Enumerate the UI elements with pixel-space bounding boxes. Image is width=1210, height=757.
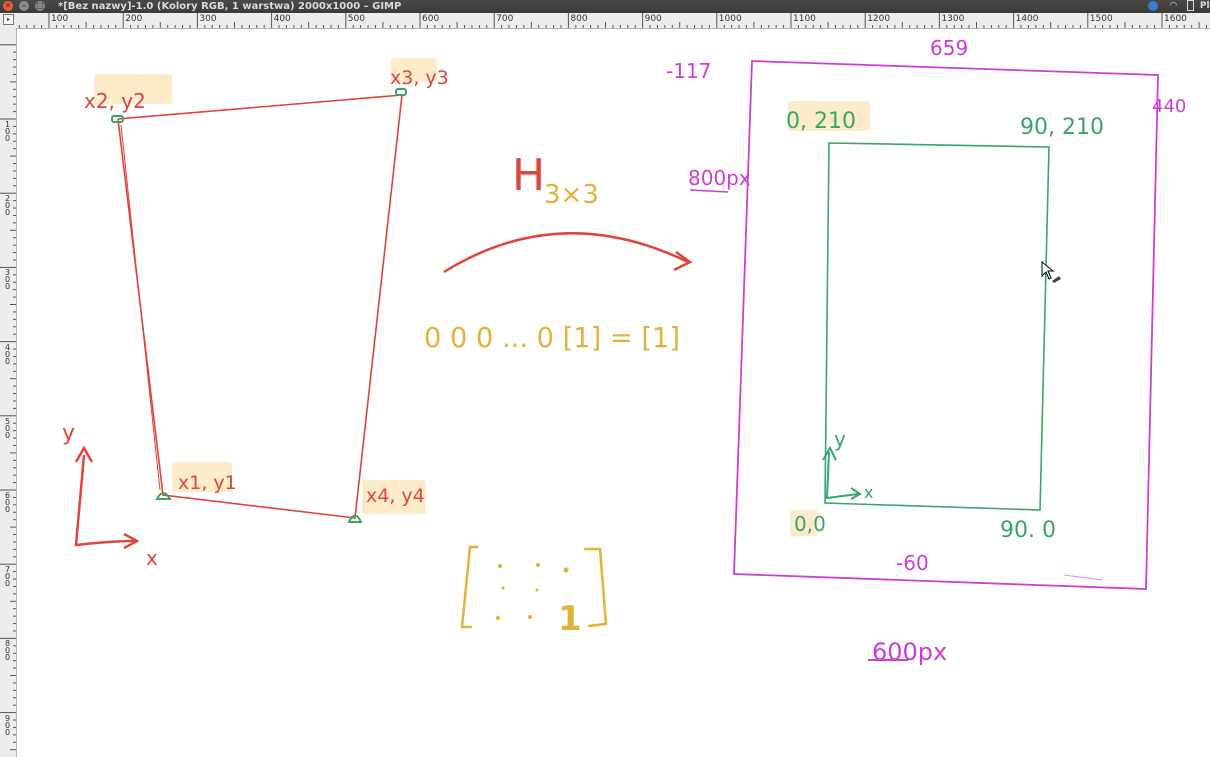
ruler-top-label: 600 [422,14,440,24]
label-x2y2: x2, y2 [84,89,146,113]
minimize-button[interactable]: – [19,1,29,11]
language-indicator[interactable]: Pl [1199,1,1210,11]
height-px-label: 800px [688,166,751,190]
corner-tr-label: 90, 210 [1020,115,1104,140]
horizontal-ruler[interactable]: 100 200 300 400 500 600 700 800 900 1000 1100 1200 1… [0,13,1210,29]
wifi-icon[interactable]: ◠ [1170,1,1177,11]
ruler-left-label: 600 [5,491,11,514]
ruler-left-label: 100 [5,120,11,143]
image-canvas[interactable]: x2, y2 x3, y3 x1, y1 x4, y4 y x H 3×3 0 … [17,29,1210,757]
ruler-top-label: 800 [570,14,588,24]
corner-bl-label: 0,0 [794,512,826,536]
ruler-top-label: 300 [199,14,217,24]
ruler-top-label: 200 [125,14,143,24]
target-axis-y-label: y [834,427,846,451]
ruler-top-label: 100 [51,14,69,24]
ruler-left-label: 800 [5,639,11,663]
label-x3y3: x3, y3 [390,67,449,89]
corner-br-label: 90. 0 [1000,518,1056,543]
ruler-top-label: 1100 [793,14,816,24]
ruler-top-label: 1200 [867,14,891,24]
outer-right-value: 440 [1152,96,1186,117]
source-axis-y-label: y [62,421,75,446]
ruler-top-label: 1400 [1015,14,1039,24]
source-quadrilateral [117,94,403,519]
outer-left-value: -117 [666,59,711,83]
highlighter-marks [94,58,870,536]
telegram-icon[interactable] [1148,0,1158,11]
tray-area: ◠ Pl [1148,0,1210,13]
vertical-ruler[interactable]: 100 200 300 400 500 600 700 800 900 [0,28,17,757]
target-inner-rectangle [824,142,1050,511]
target-axis-x-label: x [864,483,873,502]
matrix-dots [496,563,569,620]
ruler-ticks-top [18,13,1208,28]
ruler-top-label: 1300 [941,14,965,24]
pointer-cursor-icon [1041,260,1061,283]
ruler-left-label: 300 [5,268,11,292]
ruler-top-label: 900 [644,14,662,24]
drawing-layer: x2, y2 x3, y3 x1, y1 x4, y4 y x H 3×3 0 … [62,36,1186,666]
mapping-arrow [443,232,693,274]
matrix-one: 1 [558,599,582,639]
ruler-top-label: 1000 [718,14,742,24]
homography-label: H [512,150,545,201]
label-x4y4: x4, y4 [366,485,425,507]
maximize-button[interactable]: □ [35,1,45,11]
source-axes [74,445,140,550]
target-outer-rectangle [733,60,1159,590]
ruler-left-label: 900 [5,713,11,737]
ruler-left-label: 200 [5,194,11,218]
equation-label: 0 0 0 ... 0 [1] = [1] [424,321,680,354]
ruler-left-label: 400 [5,342,11,366]
window-title: *[Bez nazwy]-1.0 (Kolory RGB, 1 warstwa)… [58,1,402,12]
ruler-left-label: 700 [5,565,11,589]
homography-subscript: 3×3 [544,180,599,210]
matrix-brackets [460,545,608,629]
corner-markers [111,88,407,523]
width-px-label: 600px [872,638,947,666]
window-titlebar: ✕ – □ *[Bez nazwy]-1.0 (Kolory RGB, 1 wa… [0,0,1210,13]
ruler-top-label: 500 [347,14,365,24]
ruler-top-label: 400 [273,14,291,24]
ruler-top-label: 1600 [1164,14,1187,24]
corner-tl-label: 0, 210 [786,109,856,134]
battery-icon[interactable] [1186,0,1194,11]
source-axis-x-label: x [146,546,158,570]
ruler-left-label: 500 [5,416,11,440]
close-button[interactable]: ✕ [3,1,13,11]
label-x1y1: x1, y1 [178,472,237,494]
quick-mask-toggle[interactable]: ▸ [3,14,14,25]
outer-bottom-value: -60 [896,551,929,575]
ruler-top-label: 700 [496,14,514,24]
ruler-top-label: 1500 [1089,14,1113,24]
outer-top-value: 659 [930,36,968,60]
target-axes [822,445,862,500]
ruler-ticks-left [0,44,16,751]
height-underline [689,189,729,193]
